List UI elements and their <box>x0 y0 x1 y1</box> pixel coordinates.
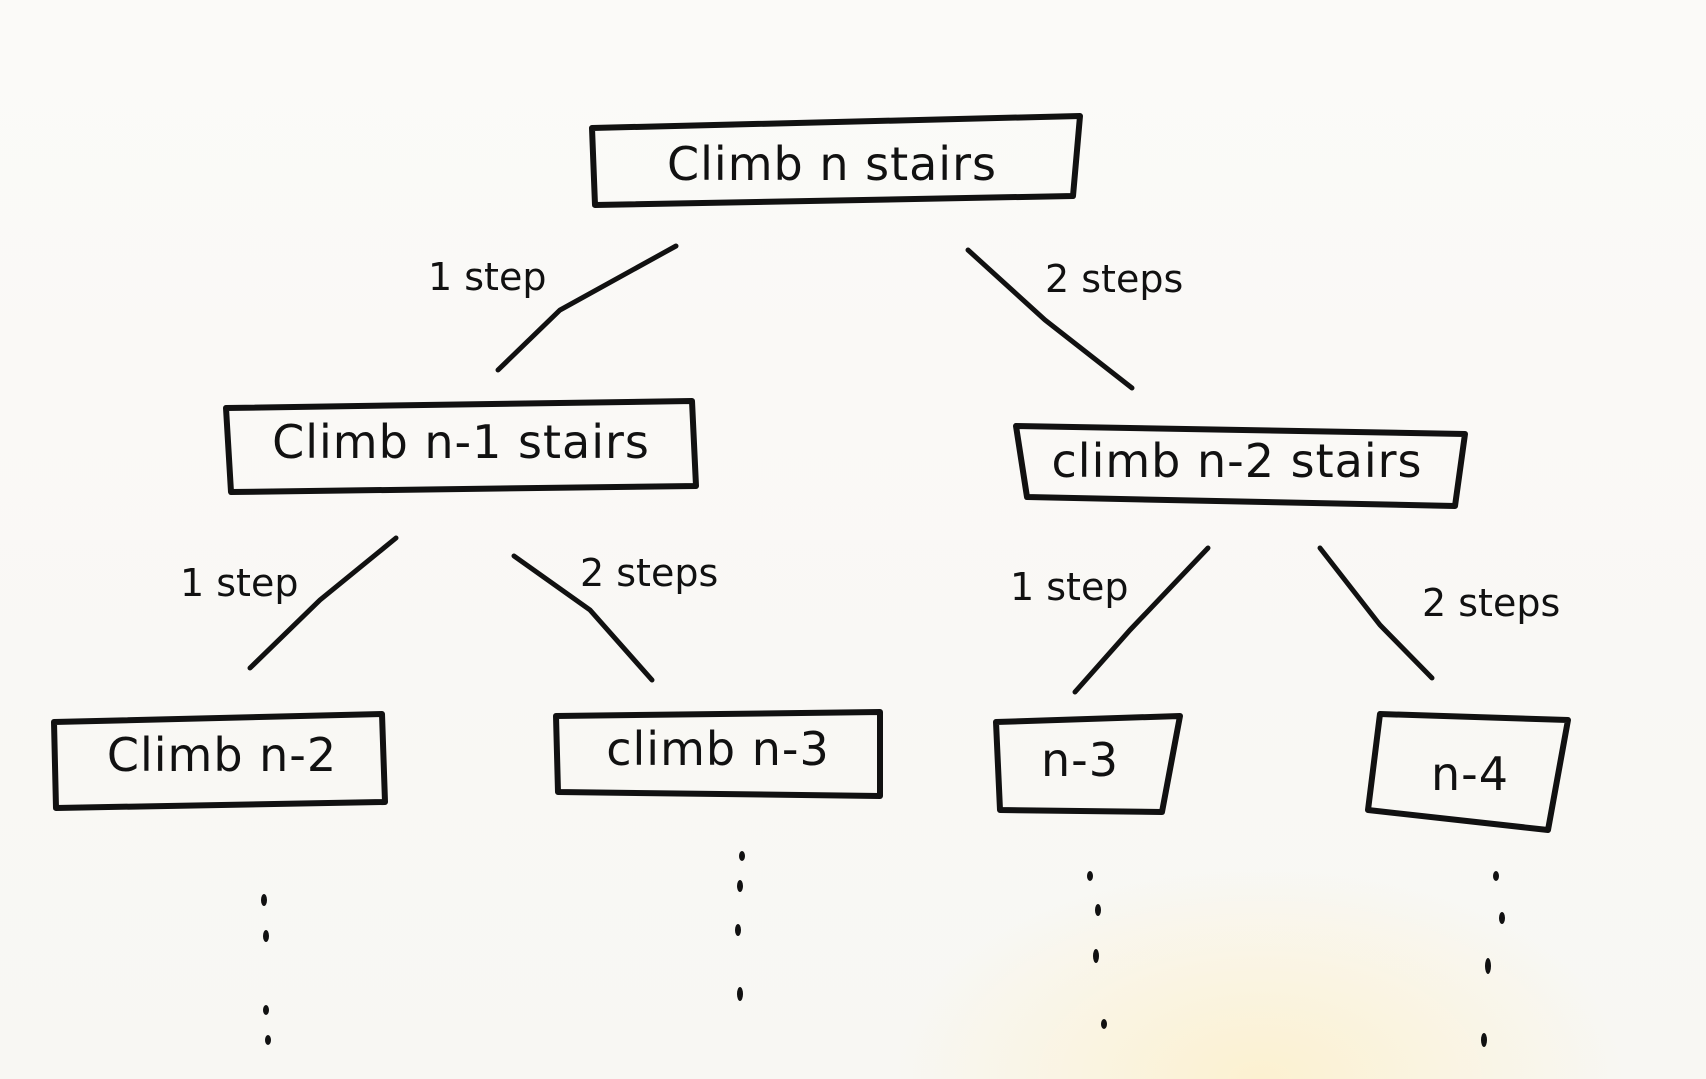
node-left-right: climb n-3 <box>553 709 883 799</box>
node-left-left-box <box>51 711 388 811</box>
node-root: Climb n stairs <box>589 113 1083 208</box>
edge-right-right-label: 2 steps <box>1422 581 1560 625</box>
node-right-right: n-4 <box>1365 711 1571 833</box>
edge-left-left-label: 1 step <box>180 561 298 605</box>
node-right-left-label: n-3 <box>1041 733 1119 787</box>
node-left-right-box <box>553 709 883 799</box>
edge-root-left-label: 1 step <box>428 255 546 299</box>
node-n-minus-1-label: Climb n-1 stairs <box>272 415 650 469</box>
edge-right-left <box>1072 545 1211 695</box>
node-right-left-box <box>993 713 1183 815</box>
node-right-right-box <box>1365 711 1571 833</box>
edge-right-left-label: 1 step <box>1010 565 1128 609</box>
node-n-minus-2: climb n-2 stairs <box>1013 423 1468 509</box>
node-n-minus-2-box <box>1013 423 1468 509</box>
node-root-box <box>589 113 1083 208</box>
node-left-right-label: climb n-3 <box>606 722 830 776</box>
continuation-dots-3 <box>1087 871 1107 1029</box>
node-n-minus-1-box <box>223 398 699 495</box>
edge-root-right-label: 2 steps <box>1045 257 1183 301</box>
node-right-right-label: n-4 <box>1431 747 1509 801</box>
node-n-minus-2-label: climb n-2 stairs <box>1052 434 1423 488</box>
continuation-dots-1 <box>261 894 271 1045</box>
edge-left-right <box>511 553 655 683</box>
edge-root-left <box>495 243 679 373</box>
edge-root-right <box>965 247 1135 391</box>
node-left-left-label: Climb n-2 <box>107 728 337 782</box>
edge-left-left <box>247 535 399 671</box>
node-root-label: Climb n stairs <box>667 137 997 191</box>
node-left-left: Climb n-2 <box>51 711 388 811</box>
continuation-dots-4 <box>1481 871 1505 1047</box>
node-right-left: n-3 <box>993 713 1183 815</box>
edge-left-right-label: 2 steps <box>580 551 718 595</box>
continuation-dots-2 <box>735 851 745 1001</box>
node-n-minus-1: Climb n-1 stairs <box>223 398 699 495</box>
edge-right-right <box>1317 545 1435 681</box>
